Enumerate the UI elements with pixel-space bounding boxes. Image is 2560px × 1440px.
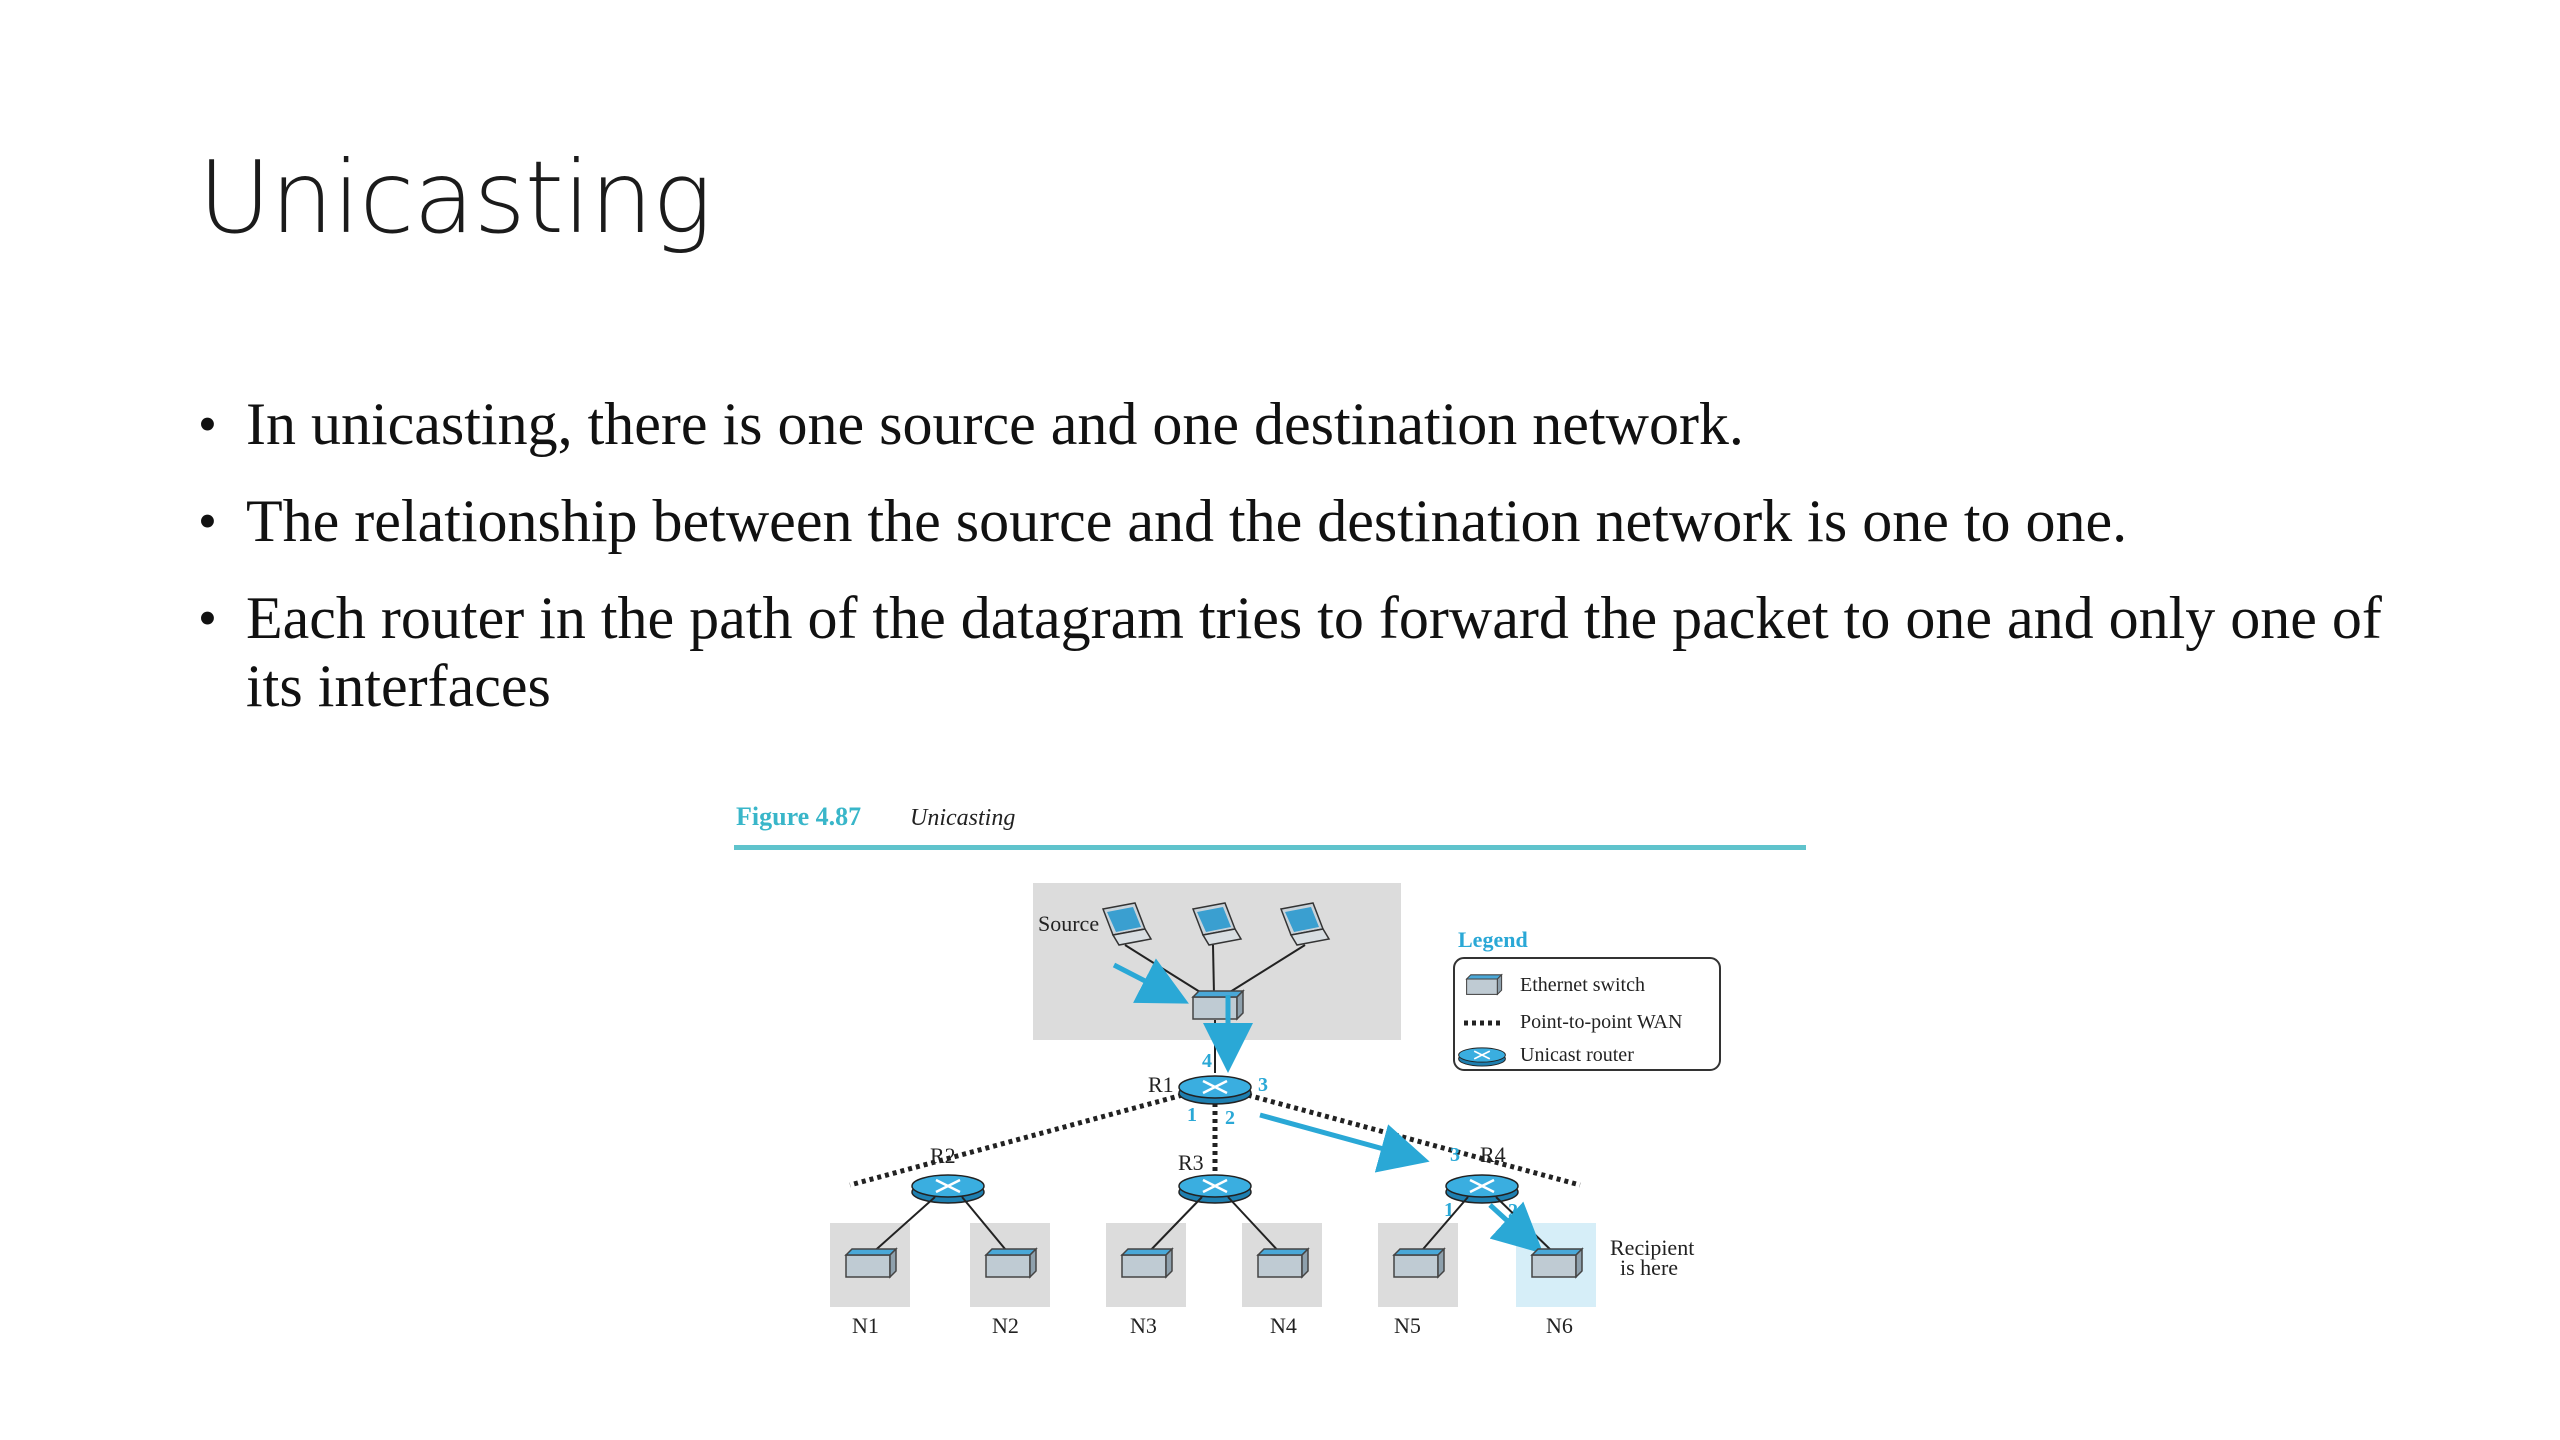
port-number: 2 <box>1225 1107 1235 1129</box>
router-label: R1 <box>1148 1072 1174 1097</box>
bullet-item: • In unicasting, there is one source and … <box>198 390 2448 458</box>
wan-link <box>1239 1090 1581 1188</box>
legend-item: Point-to-point WAN <box>1520 1011 1682 1033</box>
bullet-dot-icon: • <box>198 491 217 551</box>
network-label: N2 <box>992 1313 1019 1338</box>
legend-title: Legend <box>1458 927 1528 952</box>
network-label: N5 <box>1394 1313 1421 1338</box>
bullet-text: The relationship between the source and … <box>246 488 2128 554</box>
router-r2-icon <box>910 1173 986 1205</box>
wan-link <box>849 1090 1191 1188</box>
packet-arrow <box>1112 958 1189 1004</box>
figure-number: Figure 4.87 <box>736 802 861 831</box>
packet-arrow <box>1259 1112 1430 1173</box>
ethernet-switch-icon <box>1257 1248 1309 1278</box>
router-r4-icon <box>1444 1173 1520 1205</box>
router-r1-icon <box>1177 1074 1253 1106</box>
recipient-label: is here <box>1620 1255 1678 1280</box>
network-label: N3 <box>1130 1313 1157 1338</box>
port-number: 1 <box>1444 1199 1454 1221</box>
legend-item: Ethernet switch <box>1520 974 1645 996</box>
ethernet-switch-icon <box>985 1248 1037 1278</box>
router-label: R4 <box>1480 1142 1506 1167</box>
legend-item: Unicast router <box>1520 1044 1634 1066</box>
network-label: N1 <box>852 1313 879 1338</box>
ethernet-switch-icon <box>1466 974 1503 995</box>
port-number: 4 <box>1202 1050 1212 1072</box>
bullet-list: • In unicasting, there is one source and … <box>198 390 2448 749</box>
bullet-dot-icon: • <box>198 588 217 648</box>
packet-arrow <box>1488 1201 1544 1254</box>
port-number: 3 <box>1450 1144 1460 1166</box>
unicast-router-icon <box>1457 1047 1507 1067</box>
ethernet-switch-icon <box>1121 1248 1173 1278</box>
source-label: Source <box>1038 911 1099 936</box>
unicasting-figure: Figure 4.87 Unicasting Source <box>720 795 1820 1365</box>
bullet-dot-icon: • <box>198 394 217 454</box>
port-number: 1 <box>1187 1104 1197 1126</box>
bullet-text: Each router in the path of the datagram … <box>246 585 2382 719</box>
router-label: R3 <box>1178 1150 1204 1175</box>
ethernet-switch-icon <box>845 1248 897 1278</box>
source-switch-icon <box>1192 990 1244 1020</box>
ethernet-switch-icon <box>1531 1248 1583 1278</box>
bullet-item: • Each router in the path of the datagram… <box>198 584 2448 720</box>
figure-caption: Unicasting <box>910 805 1015 831</box>
bullet-item: • The relationship between the source and… <box>198 487 2448 555</box>
ethernet-switch-icon <box>1393 1248 1445 1278</box>
legend-box <box>1453 957 1721 1071</box>
network-diagram: Figure 4.87 Unicasting Source <box>734 802 1806 1338</box>
router-label: R2 <box>930 1143 956 1168</box>
slide-title: Unicasting <box>198 139 712 256</box>
figure-rule <box>734 845 1806 850</box>
router-r3-icon <box>1177 1173 1253 1205</box>
bullet-text: In unicasting, there is one source and o… <box>246 391 1744 457</box>
recipient-label: Recipient <box>1610 1235 1694 1260</box>
network-label: N6 <box>1546 1313 1573 1338</box>
network-label: N4 <box>1270 1313 1297 1338</box>
port-number: 3 <box>1258 1074 1268 1096</box>
